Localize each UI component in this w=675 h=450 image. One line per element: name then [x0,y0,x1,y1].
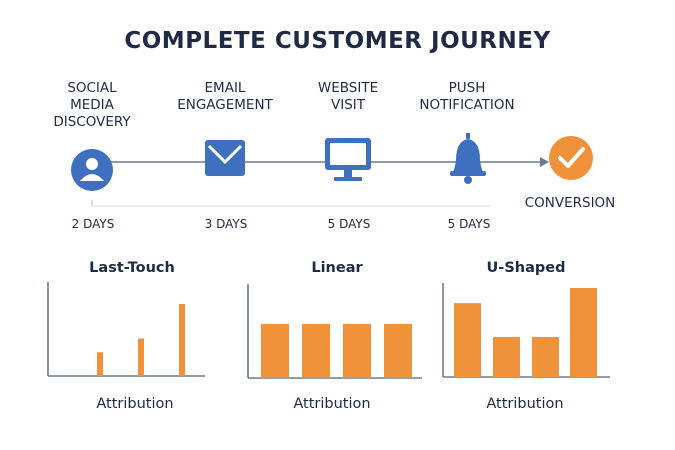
bar-linear-3 [343,324,371,378]
user-icon [71,149,113,191]
gap-label-2: 3 DAYS [204,217,248,231]
bar-linear-2 [302,324,330,378]
chart-axes-last-touch [47,282,205,377]
bar-u-shaped-3 [532,336,559,377]
email-icon [205,140,245,176]
bar-linear-1 [261,324,289,378]
gap-label-3: 5 DAYS [327,217,371,231]
chart-title-linear: Linear [311,260,363,276]
stage-label-email: EMAIL ENGAGEMENT [177,80,273,113]
bar-last-touch-3 [179,304,185,376]
chart-footer-linear: Attribution [293,396,371,412]
page-title: COMPLETE CUSTOMER JOURNEY [124,28,551,54]
bar-last-touch-1 [97,352,103,376]
chart-footer-u-shaped: Attribution [486,396,564,412]
stage-label-social: SOCIAL MEDIA DISCOVERY [53,80,131,130]
bar-linear-4 [384,324,412,378]
bell-icon [450,133,486,184]
bar-u-shaped-4 [570,288,597,377]
chart-title-u-shaped: U-Shaped [486,260,566,276]
chart-title-last-touch: Last-Touch [89,260,175,276]
attribution-bars [97,288,597,378]
check-icon [549,136,593,180]
timeline-arrowhead [540,157,549,167]
gap-label-1: 2 DAYS [71,217,115,231]
bar-last-touch-2 [138,338,144,376]
stage-label-website: WEBSITE VISIT [317,80,379,113]
bar-u-shaped-2 [493,336,520,377]
monitor-icon [325,138,371,181]
bar-u-shaped-1 [454,303,481,377]
gap-label-4: 5 DAYS [447,217,491,231]
stage-label-push: PUSH NOTIFICATION [419,80,515,113]
conversion-label: CONVERSION [524,195,616,211]
chart-footer-last-touch: Attribution [96,396,174,412]
